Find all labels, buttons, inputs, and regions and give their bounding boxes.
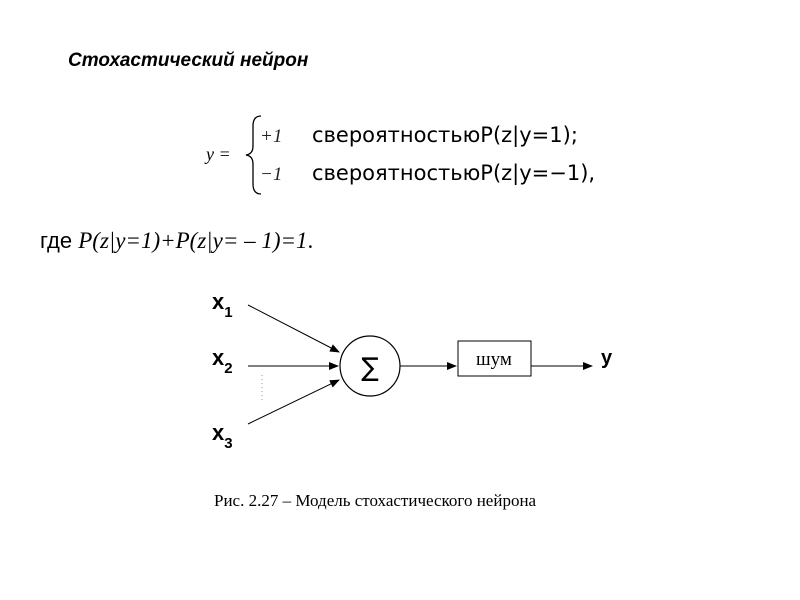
sum-symbol: ∑	[361, 353, 379, 383]
formula-lhs: y =	[206, 144, 231, 164]
input-label-x1: x1	[212, 289, 233, 321]
where-expression: P(z|y=1)+P(z|y= – 1)=1	[78, 228, 308, 253]
case-2-value: −1	[260, 164, 283, 185]
page-title: Стохастический нейрон	[68, 50, 309, 71]
piecewise-formula: y = +1 свероятностьюP(z|y=1); −1 свероятно…	[200, 112, 670, 197]
formula-case-2: −1 свероятностьюP(z|y=−1),	[260, 160, 595, 190]
input-label-x2: x2	[212, 345, 233, 377]
case-2-condition: свероятностьюP(z|y=−1),	[312, 161, 596, 185]
input-arrow-1	[247, 304, 340, 353]
formula-case-1: +1 свероятностьюP(z|y=1);	[260, 122, 578, 152]
noise-label: шум	[476, 349, 512, 370]
output-label: y	[601, 347, 613, 369]
case-1-value: +1	[260, 126, 283, 147]
case-1-condition: свероятностьюP(z|y=1);	[312, 123, 578, 147]
where-lead: где	[40, 228, 79, 253]
noise-block	[457, 340, 532, 377]
left-brace	[245, 115, 262, 195]
input-arrow-3	[247, 379, 340, 425]
where-tail: .	[307, 228, 314, 253]
input-label-x3: x3	[212, 420, 233, 452]
normalization-condition: где P(z|y=1)+P(z|y= – 1)=1.	[40, 228, 313, 254]
figure-caption: Рис. 2.27 – Модель стохастического нейро…	[214, 491, 537, 510]
